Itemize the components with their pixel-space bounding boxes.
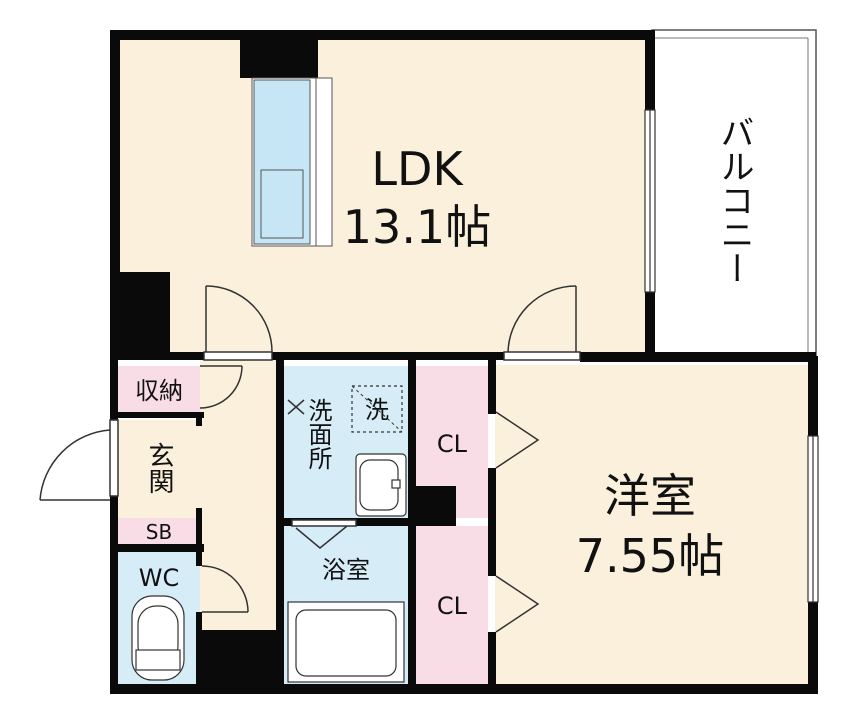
washer-pan: [351, 385, 403, 433]
entrance-floor: [118, 420, 200, 518]
western-name-label: 洋室: [604, 469, 696, 523]
closet-lower-floor: [416, 526, 488, 684]
closet-upper-label: CL: [437, 430, 468, 458]
kitchen-counter: [251, 77, 333, 247]
washroom-label: 洗面所: [304, 398, 332, 470]
western-room-floor: [495, 365, 808, 685]
entrance-label: 玄関: [144, 442, 174, 494]
ldk-size-label: 13.1帖: [343, 200, 491, 254]
closet-lower-label: CL: [437, 592, 468, 620]
ldk-floor: [120, 40, 645, 356]
bathtub: [287, 601, 405, 683]
toilet-label: WC: [139, 564, 180, 592]
shoe-box-floor: [118, 518, 200, 544]
hallway-floor: [200, 360, 280, 630]
shoe-box-label: SB: [146, 520, 172, 544]
toilet-fixture: [131, 595, 185, 681]
doors: [39, 285, 581, 633]
balcony-label: バルコニー: [714, 115, 754, 285]
storage-label: 収納: [135, 377, 183, 405]
ldk-name-label: LDK: [371, 142, 464, 196]
washer-pan-diagonal: [351, 385, 403, 433]
bathroom-label: 浴室: [322, 556, 370, 584]
windows: [644, 109, 819, 603]
storage-floor: [118, 366, 200, 412]
western-size-label: 7.55帖: [576, 529, 724, 583]
wash-basin: [355, 453, 407, 517]
balcony-area: [651, 29, 817, 357]
washer-label: 洗: [365, 396, 389, 424]
walls: [110, 30, 818, 694]
